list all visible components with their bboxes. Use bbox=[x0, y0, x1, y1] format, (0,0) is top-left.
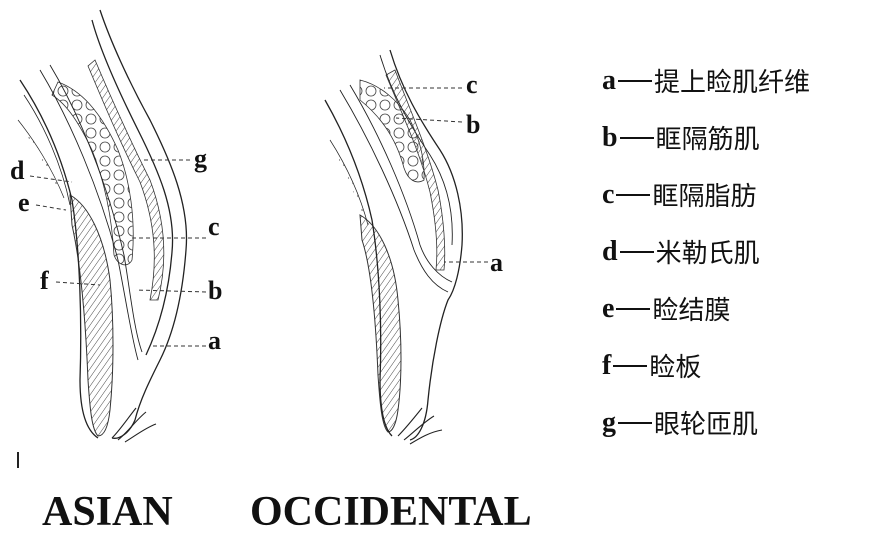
legend-dash bbox=[618, 79, 652, 82]
legend-dash bbox=[616, 307, 651, 310]
asian-label-g: g bbox=[194, 144, 207, 173]
legend-dash bbox=[618, 421, 652, 424]
legend-key: e bbox=[602, 292, 615, 324]
occidental-label-a: a bbox=[490, 248, 503, 277]
asian-label-b: b bbox=[208, 276, 223, 305]
legend-text: 眼轮匝肌 bbox=[654, 410, 759, 440]
occidental-caption: OCCIDENTAL bbox=[250, 489, 532, 535]
asian-label-d: d bbox=[10, 156, 25, 185]
legend-item-d: d 米勒氏肌 bbox=[602, 223, 882, 280]
legend-text: 睑结膜 bbox=[652, 296, 731, 326]
legend-item-b: b 眶隔筋肌 bbox=[602, 109, 882, 166]
legend-dash bbox=[619, 136, 654, 139]
asian-eyelid-drawing bbox=[17, 9, 188, 443]
occidental-label-b: b bbox=[466, 110, 481, 139]
legend-item-g: g 眼轮匝肌 bbox=[602, 394, 882, 451]
asian-caption: ASIAN bbox=[42, 489, 173, 535]
occidental-leader-lines bbox=[384, 87, 488, 263]
legend-key: g bbox=[602, 406, 616, 438]
legend-key: b bbox=[602, 121, 618, 153]
asian-label-e: e bbox=[18, 188, 30, 217]
legend-dash bbox=[616, 193, 651, 196]
legend: a 提上睑肌纤维 b 眶隔筋肌 c 眶隔脂肪 d 米勒氏肌 e 睑结膜 f 睑板 g 眼轮匝肌 bbox=[602, 52, 882, 451]
legend-text: 米勒氏肌 bbox=[655, 239, 760, 269]
asian-label-c: c bbox=[208, 212, 220, 241]
asian-label-a: a bbox=[208, 326, 221, 355]
legend-dash bbox=[613, 364, 648, 367]
legend-key: f bbox=[602, 349, 612, 381]
legend-item-a: a 提上睑肌纤维 bbox=[602, 52, 882, 109]
legend-text: 睑板 bbox=[649, 353, 702, 383]
legend-key: c bbox=[602, 178, 615, 210]
legend-key: a bbox=[602, 64, 616, 96]
legend-item-f: f 睑板 bbox=[602, 337, 882, 394]
legend-text: 提上睑肌纤维 bbox=[654, 68, 811, 98]
occidental-label-c: c bbox=[466, 70, 478, 99]
asian-leader-lines bbox=[29, 159, 207, 347]
legend-text: 眶隔脂肪 bbox=[652, 182, 757, 212]
legend-dash bbox=[619, 250, 654, 253]
legend-item-c: c 眶隔脂肪 bbox=[602, 166, 882, 223]
legend-item-e: e 睑结膜 bbox=[602, 280, 882, 337]
corner-tick-mark bbox=[17, 452, 19, 468]
legend-key: d bbox=[602, 235, 618, 267]
legend-text: 眶隔筋肌 bbox=[655, 125, 760, 155]
asian-label-f: f bbox=[40, 266, 49, 295]
occidental-eyelid-drawing bbox=[324, 49, 463, 445]
